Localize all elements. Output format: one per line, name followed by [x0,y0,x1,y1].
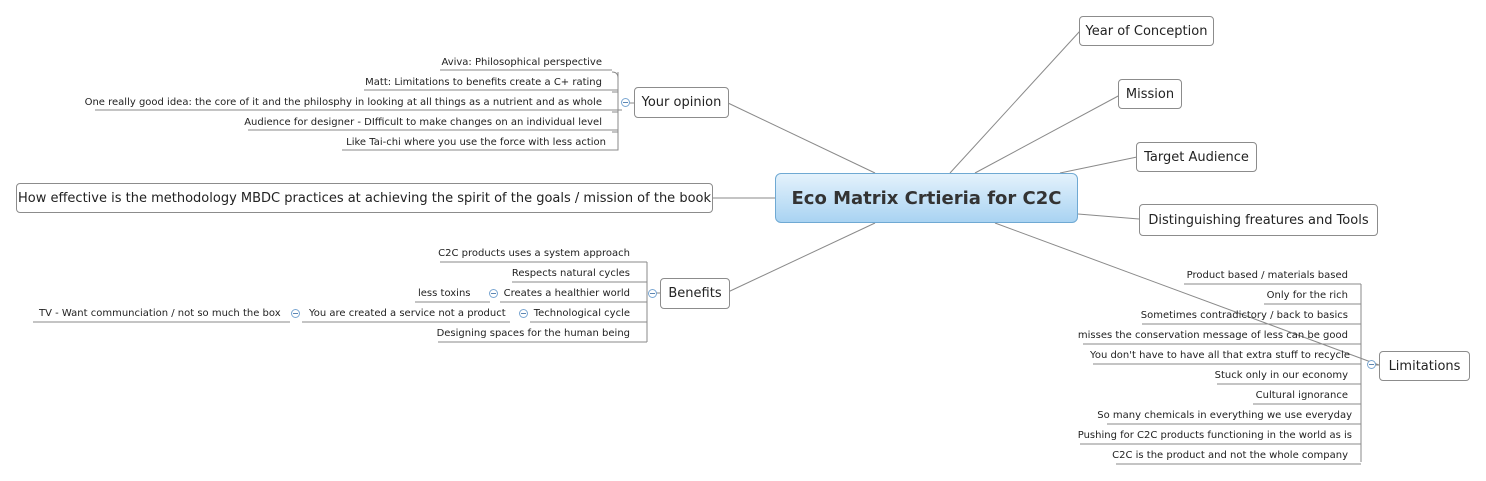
benefits-collapse-toggle[interactable] [648,289,657,298]
limitation-item[interactable]: Product based / materials based [1186,270,1348,281]
benefit-item[interactable]: Technological cycle [533,308,630,319]
benefit-item[interactable]: C2C products uses a system approach [438,248,630,259]
topic-year-of-conception[interactable]: Year of Conception [1079,16,1214,46]
limitation-item[interactable]: Pushing for C2C products functioning in … [1077,430,1352,441]
service-collapse-toggle[interactable] [291,309,300,318]
limitation-item[interactable]: Stuck only in our economy [1214,370,1348,381]
limitation-item[interactable]: Sometimes contradictory / back to basics [1140,310,1348,321]
opinion-item[interactable]: Aviva: Philosophical perspective [441,57,602,68]
opinion-collapse-toggle[interactable] [621,98,630,107]
opinion-item[interactable]: Audience for designer - DIfficult to mak… [244,117,602,128]
topic-limitations[interactable]: Limitations [1379,351,1470,381]
benefit-item[interactable]: Creates a healthier world [503,288,630,299]
benefit-sub-service[interactable]: You are created a service not a product [309,308,506,319]
tech-cycle-collapse-toggle[interactable] [519,309,528,318]
benefit-sub-tv[interactable]: TV - Want communciation / not so much th… [39,308,281,319]
opinion-item[interactable]: One really good idea: the core of it and… [84,97,602,108]
topic-mission[interactable]: Mission [1118,79,1182,109]
benefit-item[interactable]: Respects natural cycles [511,268,630,279]
limitation-item[interactable]: Only for the rich [1266,290,1348,301]
topic-your-opinion[interactable]: Your opinion [634,87,729,118]
benefit-sub-less-toxins[interactable]: less toxins [418,288,471,299]
topic-distinguishing-features[interactable]: Distinguishing freatures and Tools [1139,204,1378,236]
limitation-item[interactable]: Cultural ignorance [1255,390,1348,401]
limitation-item[interactable]: C2C is the product and not the whole com… [1112,450,1348,461]
topic-benefits[interactable]: Benefits [660,278,730,309]
opinion-item[interactable]: Like Tai-chi where you use the force wit… [346,137,606,148]
central-topic[interactable]: Eco Matrix Crtieria for C2C [775,173,1078,223]
topic-question[interactable]: How effective is the methodology MBDC pr… [16,183,713,213]
topic-target-audience[interactable]: Target Audience [1136,142,1257,172]
benefit-item[interactable]: Designing spaces for the human being [436,328,630,339]
limitations-collapse-toggle[interactable] [1367,360,1376,369]
limitation-item[interactable]: misses the conservation message of less … [1077,330,1348,341]
opinion-item[interactable]: Matt: Limitations to benefits create a C… [365,77,602,88]
limitation-item[interactable]: You don't have to have all that extra st… [1090,350,1350,361]
limitation-item[interactable]: So many chemicals in everything we use e… [1097,410,1352,421]
healthier-collapse-toggle[interactable] [489,289,498,298]
